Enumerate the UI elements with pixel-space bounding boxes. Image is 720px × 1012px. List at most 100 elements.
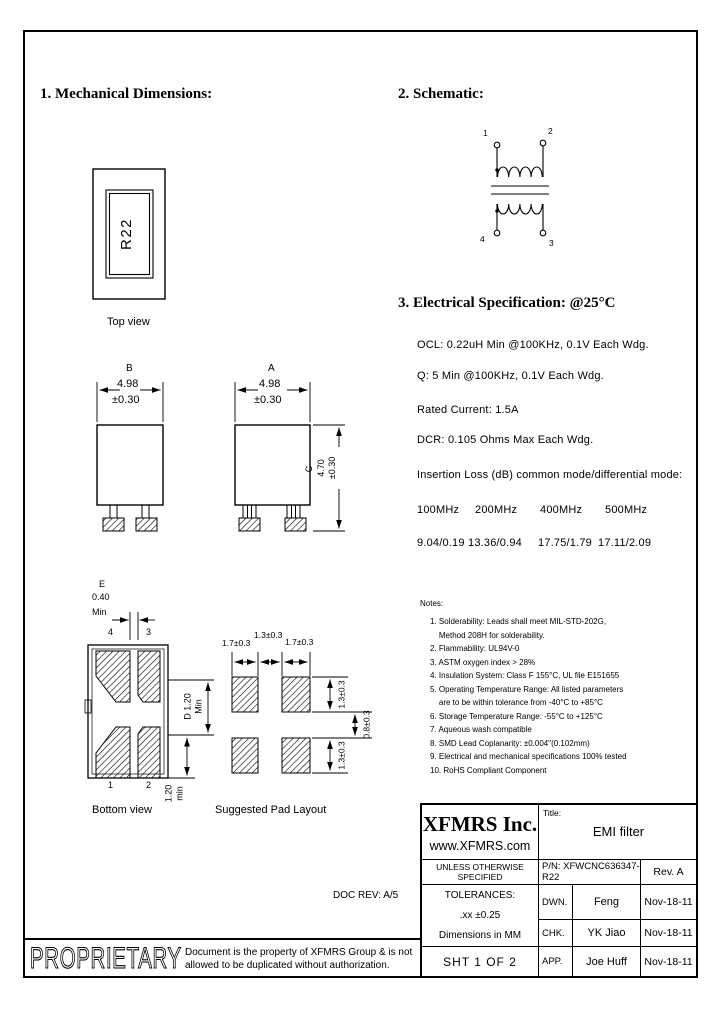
tolerances-label: TOLERANCES: xyxy=(444,889,516,901)
dim-a-letter: A xyxy=(268,363,275,374)
terminal-4-label: 4 xyxy=(480,234,485,244)
proprietary-word: PROPRIETARY xyxy=(30,941,182,975)
note-item: 6. Storage Temperature Range: -55°C to +… xyxy=(430,711,603,721)
sheet-number: SHT 1 OF 2 xyxy=(422,946,538,976)
checked-role: CHK. xyxy=(538,919,572,946)
dim-e-value: 0.40 xyxy=(92,592,110,602)
drawn-date: Nov-18-11 xyxy=(640,884,696,919)
pad-number-2: 2 xyxy=(146,780,152,790)
dim-c-tolerance: ±0.30 xyxy=(327,456,337,480)
dim-d-letter: D xyxy=(182,713,193,720)
note-item: 5. Operating Temperature Range: All list… xyxy=(430,684,624,708)
approved-name: Joe Huff xyxy=(572,946,640,976)
il-value-400mhz: 17.75/1.79 xyxy=(538,537,592,549)
checked-name: YK Jiao xyxy=(572,919,640,946)
dim-d-label: D 1.20 Min xyxy=(183,687,204,727)
terminal-1-label: 1 xyxy=(483,128,488,138)
terminal-2-label: 2 xyxy=(548,126,553,136)
side-view-outline xyxy=(234,382,345,532)
note-item: 3. ASTM oxygen index > 28% xyxy=(430,657,536,667)
spec-ocl: OCL: 0.22uH Min @100KHz, 0.1V Each Wdg. xyxy=(417,339,649,351)
il-value-500mhz: 17.11/2.09 xyxy=(598,537,652,549)
dim-d-value: 1.20 xyxy=(182,693,193,711)
dim-pitch-label: 1.20 min xyxy=(164,779,185,809)
part-marking: R22 xyxy=(118,217,135,251)
pad-layout-dim-right-1: 1.3±0.3 xyxy=(336,680,347,709)
company-website: www.XFMRS.com xyxy=(429,838,531,853)
revision: Rev. A xyxy=(640,859,696,884)
spec-insertion-loss: Insertion Loss (dB) common mode/differen… xyxy=(417,469,683,481)
il-value-200mhz: 13.36/0.94 xyxy=(468,537,522,549)
drawing-title: EMI filter xyxy=(592,824,645,839)
title-block: XFMRS Inc. www.XFMRS.com Title: EMI filt… xyxy=(420,803,698,978)
bottom-view-caption: Bottom view xyxy=(92,804,152,816)
spec-q: Q: 5 Min @100KHz, 0.1V Each Wdg. xyxy=(417,370,604,382)
note-item: 9. Electrical and mechanical specificati… xyxy=(430,752,627,761)
note-item: 4. Insulation System: Class F 155°C, UL … xyxy=(430,671,620,680)
dim-b-value: 4.98 xyxy=(117,378,139,390)
checked-date: Nov-18-11 xyxy=(640,919,696,946)
heading-electrical: 3. Electrical Specification: @25°C xyxy=(398,295,616,311)
heading-mechanical: 1. Mechanical Dimensions: xyxy=(40,86,213,102)
note-item: 1. Solderability: Leads shall meet MIL-S… xyxy=(430,617,607,640)
company-cell: XFMRS Inc. www.XFMRS.com xyxy=(422,805,538,859)
top-view-outline xyxy=(92,168,166,300)
company-name: XFMRS Inc. xyxy=(422,811,538,836)
dim-pitch-value: 1.20 xyxy=(163,784,174,803)
pad-layout-dim-top-3: 1.7±0.3 xyxy=(285,637,314,647)
pad-number-4: 4 xyxy=(108,627,114,637)
pad-layout-dim-right-2: 0.8±0.3 xyxy=(361,710,372,739)
proprietary-strip: PROPRIETARY Document is the property of … xyxy=(23,938,420,978)
pad-layout-dim-right-3: 1.3±0.3 xyxy=(336,741,347,770)
note-item: 10. RoHS Compliant Component xyxy=(430,765,547,775)
terminal-3-label: 3 xyxy=(549,238,554,248)
spec-rated-current: Rated Current: 1.5A xyxy=(417,404,519,416)
il-freq-100mhz: 100MHz xyxy=(417,504,460,516)
heading-schematic: 2. Schematic: xyxy=(398,86,484,102)
dim-a-tolerance: ±0.30 xyxy=(254,394,282,406)
note-item: 8. SMD Lead Coplanarity: ±0.004"(0.102mm… xyxy=(430,738,590,748)
top-view-caption: Top view xyxy=(107,316,150,328)
note-item: 7. Aqueous wash compatible xyxy=(430,725,532,734)
drawing-frame xyxy=(23,30,698,978)
il-freq-400mhz: 400MHz xyxy=(540,504,583,516)
schematic-outline xyxy=(491,139,549,237)
il-value-100mhz: 9.04/0.19 xyxy=(417,537,465,549)
title-label: Title: xyxy=(543,808,562,818)
tolerances-cell: TOLERANCES: .xx ±0.25 Dimensions in MM xyxy=(422,884,538,946)
drawn-name: Feng xyxy=(572,884,640,919)
il-freq-200mhz: 200MHz xyxy=(475,504,518,516)
notes-list: 1. Solderability: Leads shall meet MIL-S… xyxy=(430,615,692,777)
dim-e-qualifier: Min xyxy=(92,607,107,617)
note-item: 2. Flammability: UL94V-0 xyxy=(430,644,520,653)
dim-c-value: 4.70 xyxy=(316,459,326,477)
title-cell: Title: EMI filter xyxy=(538,805,698,859)
proprietary-text: Document is the property of XFMRS Group … xyxy=(185,947,413,971)
pad-number-1: 1 xyxy=(108,780,114,790)
dim-b-tolerance: ±0.30 xyxy=(112,394,140,406)
dim-pitch-qualifier: min xyxy=(174,786,185,801)
dim-e-letter: E xyxy=(99,579,106,589)
part-number: P/N: XFWCNC636347-R22 xyxy=(538,859,640,884)
il-freq-500mhz: 500MHz xyxy=(605,504,648,516)
dim-c-letter: C xyxy=(304,465,314,473)
spec-dcr: DCR: 0.105 Ohms Max Each Wdg. xyxy=(417,434,594,446)
dim-a-value: 4.98 xyxy=(259,378,281,390)
bottom-view-outline xyxy=(84,612,214,779)
approved-role: APP. xyxy=(538,946,572,976)
dim-c-value-tolerance: 4.70 ±0.30 xyxy=(316,450,338,486)
tolerance-xx: .xx ±0.25 xyxy=(459,909,501,921)
pad-layout-caption: Suggested Pad Layout xyxy=(215,804,327,816)
notes-title: Notes: xyxy=(420,599,444,608)
dimensions-in-mm: Dimensions in MM xyxy=(438,930,522,942)
front-view-outline xyxy=(96,382,164,532)
dim-b-letter: B xyxy=(126,363,133,374)
pad-layout-dim-top-2: 1.3±0.3 xyxy=(254,630,283,640)
unless-otherwise-specified: UNLESS OTHERWISE SPECIFIED xyxy=(422,859,538,884)
pad-layout-outline xyxy=(231,652,372,774)
drawn-role: DWN. xyxy=(538,884,572,919)
approved-date: Nov-18-11 xyxy=(640,946,696,976)
pad-layout-dim-top-1: 1.7±0.3 xyxy=(222,638,251,648)
